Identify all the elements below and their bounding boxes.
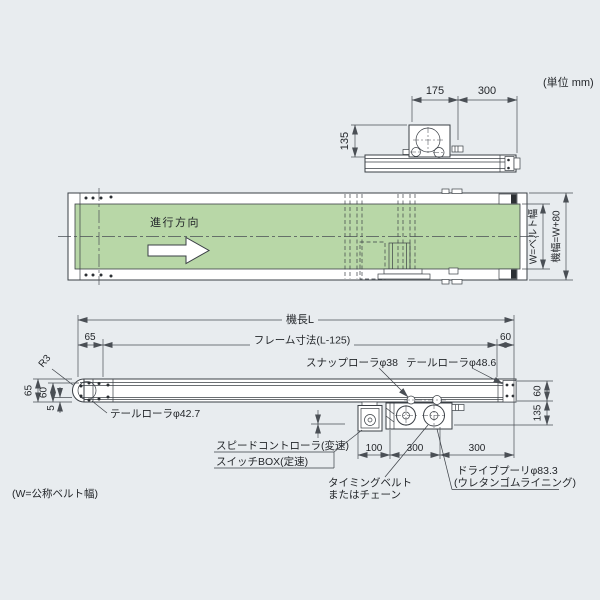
timing-belt-label: タイミングベルト またはチェーン bbox=[328, 424, 429, 501]
dim-60-end: 60 bbox=[496, 332, 515, 348]
svg-text:175: 175 bbox=[426, 85, 444, 97]
svg-text:スイッチBOX(定速): スイッチBOX(定速) bbox=[216, 455, 308, 468]
direction-arrow bbox=[147, 236, 211, 265]
svg-text:65: 65 bbox=[24, 385, 35, 397]
dim-5-belt: 5 bbox=[46, 387, 72, 413]
svg-text:機長L: 機長L bbox=[286, 312, 314, 326]
dim-135-top: 135 bbox=[339, 124, 407, 158]
snap-roller-label: スナップローラφ38 bbox=[306, 357, 409, 398]
switch-box-label: スイッチBOX(定速) bbox=[214, 455, 334, 469]
gap-dim bbox=[311, 410, 345, 438]
svg-text:スナップローラφ38: スナップローラφ38 bbox=[306, 357, 398, 369]
top-view: 175 300 135 bbox=[339, 85, 521, 173]
plan-view: 進行方向 W=ベルト幅 機幅=W+80 bbox=[58, 188, 573, 285]
dim-135-right: 135 bbox=[454, 400, 553, 426]
svg-text:またはチェーン: またはチェーン bbox=[328, 489, 401, 501]
svg-text:100: 100 bbox=[366, 443, 383, 454]
svg-text:135: 135 bbox=[339, 132, 351, 150]
svg-text:タイミングベルト: タイミングベルト bbox=[328, 476, 412, 489]
top-rail bbox=[364, 154, 521, 173]
svg-text:機幅=W+80: 機幅=W+80 bbox=[550, 210, 563, 263]
speed-controller-label: スピードコントローラ(変速) bbox=[214, 429, 363, 468]
svg-text:(ウレタンゴムライニング): (ウレタンゴムライニング) bbox=[454, 476, 576, 489]
switch-box bbox=[357, 401, 383, 432]
svg-text:スピードコントローラ(変速): スピードコントローラ(変速) bbox=[216, 439, 349, 452]
svg-text:5: 5 bbox=[46, 405, 57, 411]
svg-text:ドライブプーリφ83.3: ドライブプーリφ83.3 bbox=[457, 464, 558, 477]
svg-text:フレーム寸法(L-125): フレーム寸法(L-125) bbox=[254, 334, 351, 347]
svg-text:W=ベルト幅: W=ベルト幅 bbox=[527, 209, 540, 264]
svg-text:テールローラφ42.7: テールローラφ42.7 bbox=[110, 408, 200, 420]
svg-text:300: 300 bbox=[478, 85, 496, 97]
svg-text:60: 60 bbox=[500, 332, 512, 343]
motor-housing bbox=[402, 124, 464, 158]
machine-width-dim: 機幅=W+80 bbox=[529, 192, 573, 281]
svg-text:300: 300 bbox=[469, 443, 486, 454]
unit-note: (単位 mm) bbox=[543, 75, 594, 89]
dim-60-height: 60 bbox=[39, 382, 79, 403]
dim-175: 175 bbox=[411, 85, 518, 153]
svg-text:60: 60 bbox=[39, 387, 50, 399]
svg-text:135: 135 bbox=[533, 404, 544, 421]
frame-length-dim: フレーム寸法(L-125) bbox=[102, 334, 498, 377]
dim-300-top: 300 bbox=[457, 85, 518, 103]
tail-roller-left-label: テールローラφ42.7 bbox=[91, 400, 200, 420]
direction-label: 進行方向 bbox=[150, 215, 200, 229]
side-rail bbox=[72, 378, 517, 403]
footnote: (W=公称ベルト幅) bbox=[12, 487, 98, 500]
tail-roller-right-label: テールローラφ48.6 bbox=[406, 357, 504, 385]
motor-connector bbox=[451, 145, 464, 153]
left-end-bolts bbox=[84, 195, 113, 278]
drive-pulley-label: ドライブプーリφ83.3 (ウレタンゴムライニング) bbox=[436, 428, 576, 490]
svg-text:300: 300 bbox=[407, 443, 424, 454]
svg-text:65: 65 bbox=[84, 332, 96, 343]
svg-text:テールローラφ48.6: テールローラφ48.6 bbox=[406, 357, 496, 369]
dim-300-right: 300 bbox=[439, 443, 515, 458]
belt-width-dim: W=ベルト幅 bbox=[522, 203, 550, 270]
motor-unit bbox=[385, 395, 465, 430]
right-end-caps bbox=[441, 188, 518, 285]
svg-text:60: 60 bbox=[533, 385, 544, 397]
side-view: 機長L 65 フレーム寸法(L-125) 60 R3 65 bbox=[24, 312, 576, 501]
